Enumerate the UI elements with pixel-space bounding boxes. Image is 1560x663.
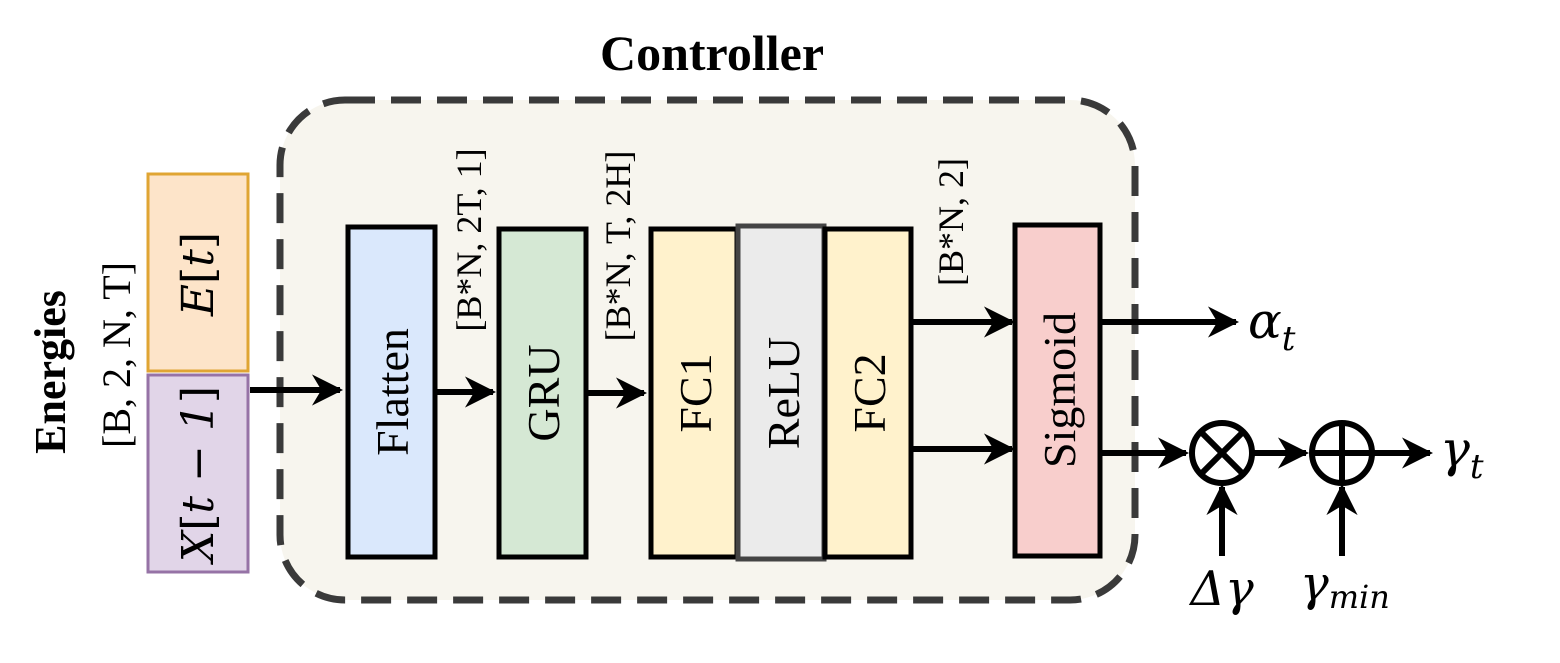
state-bracket-open: [ <box>173 514 224 531</box>
gru-label: GRU <box>518 344 569 441</box>
gamma-symbol: γ <box>1440 420 1470 478</box>
energy-bracket-open: [ <box>173 267 224 284</box>
flatten-label: Flatten <box>367 328 418 456</box>
add-operator <box>1309 420 1375 486</box>
state-previous-label: X[t − 1] <box>173 386 224 565</box>
state-index: t − 1 <box>173 403 224 514</box>
sigmoid-block <box>1012 222 1103 559</box>
fc2-label-group: FC2 <box>844 353 895 432</box>
shape-after-fc2: [B*N, 2] <box>931 158 971 286</box>
fc2-block <box>822 226 914 560</box>
fc1-label: FC1 <box>670 353 721 432</box>
fc2-label: FC2 <box>844 353 895 432</box>
alpha-subscript: t <box>1282 319 1296 359</box>
multiply-operator <box>1189 420 1255 486</box>
state-var: X <box>173 529 224 565</box>
flatten-block <box>345 224 438 560</box>
energy-current-label-group: E[t] <box>173 232 224 317</box>
energy-index: t <box>173 249 224 267</box>
state-previous-label-group: X[t − 1] <box>173 386 224 565</box>
gamma-min-subscript: min <box>1329 578 1390 616</box>
state-bracket-close: ] <box>173 386 224 403</box>
shape-after-flatten: [B*N, 2T, 1] <box>449 148 489 331</box>
shape-after-gru-group: [B*N, T, 2H] <box>598 151 638 342</box>
energy-var: E <box>173 284 224 317</box>
delta-gamma-operand: Δγ <box>1188 561 1254 617</box>
alpha-symbol: α <box>1248 292 1282 350</box>
shape-after-gru: [B*N, T, 2H] <box>598 151 638 342</box>
shape-after-fc2-group: [B*N, 2] <box>931 158 971 286</box>
relu-label-group: ReLU <box>758 337 809 449</box>
energies-shape-group: [B, 2, N, T] <box>94 262 139 448</box>
gru-block <box>496 226 589 560</box>
energies-label-group: Energies <box>26 290 75 454</box>
energies-shape: [B, 2, N, T] <box>94 262 139 448</box>
fc1-label-group: FC1 <box>670 353 721 432</box>
gru-label-group: GRU <box>518 344 569 441</box>
sigmoid-label-group: Sigmoid <box>1034 312 1085 468</box>
gamma-min-symbol: γ <box>1300 556 1329 612</box>
energy-bracket-close: ] <box>173 232 224 249</box>
sigmoid-label: Sigmoid <box>1034 312 1085 468</box>
energy-current-label: E[t] <box>173 232 224 317</box>
state-previous-box <box>146 373 250 574</box>
energy-current-box <box>146 172 250 373</box>
gamma-subscript: t <box>1470 447 1484 487</box>
energies-label: Energies <box>26 290 75 454</box>
diagram-title: Controller <box>600 25 824 81</box>
alpha-output: αt <box>1248 292 1296 359</box>
shape-after-flatten-group: [B*N, 2T, 1] <box>449 148 489 331</box>
gamma-min-operand: γmin <box>1300 556 1390 616</box>
flatten-label-group: Flatten <box>367 328 418 456</box>
gamma-output: γt <box>1440 420 1484 487</box>
relu-label: ReLU <box>758 337 809 449</box>
